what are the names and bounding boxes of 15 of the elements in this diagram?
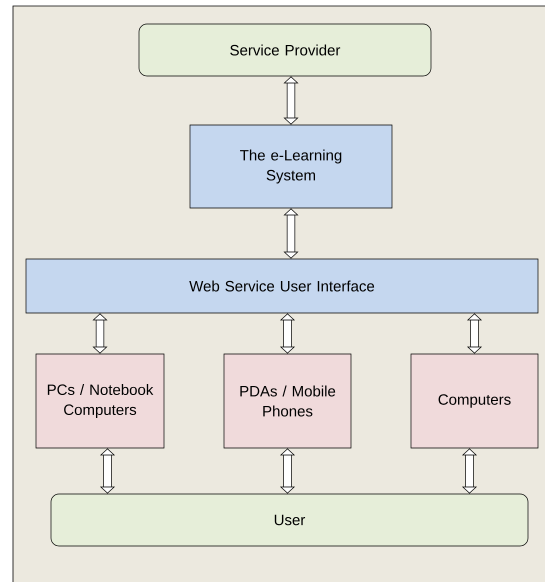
device-box: PCs / Notebook Computers [36,354,164,448]
process-box: Web Service User Interface [26,258,538,314]
device-box: Computers [410,354,538,448]
rounded-box: User [50,494,528,546]
process-box: The e-Learning System [190,124,392,208]
double-arrow [100,448,116,494]
double-arrow [280,448,296,494]
double-arrow [283,76,299,125]
double-arrow [466,313,482,354]
double-arrow [462,448,478,494]
rounded-box: Service Provider [138,24,432,76]
double-arrow [280,313,296,354]
double-arrow [92,313,108,354]
device-box: PDAs / Mobile Phones [224,354,352,448]
double-arrow [283,208,299,259]
